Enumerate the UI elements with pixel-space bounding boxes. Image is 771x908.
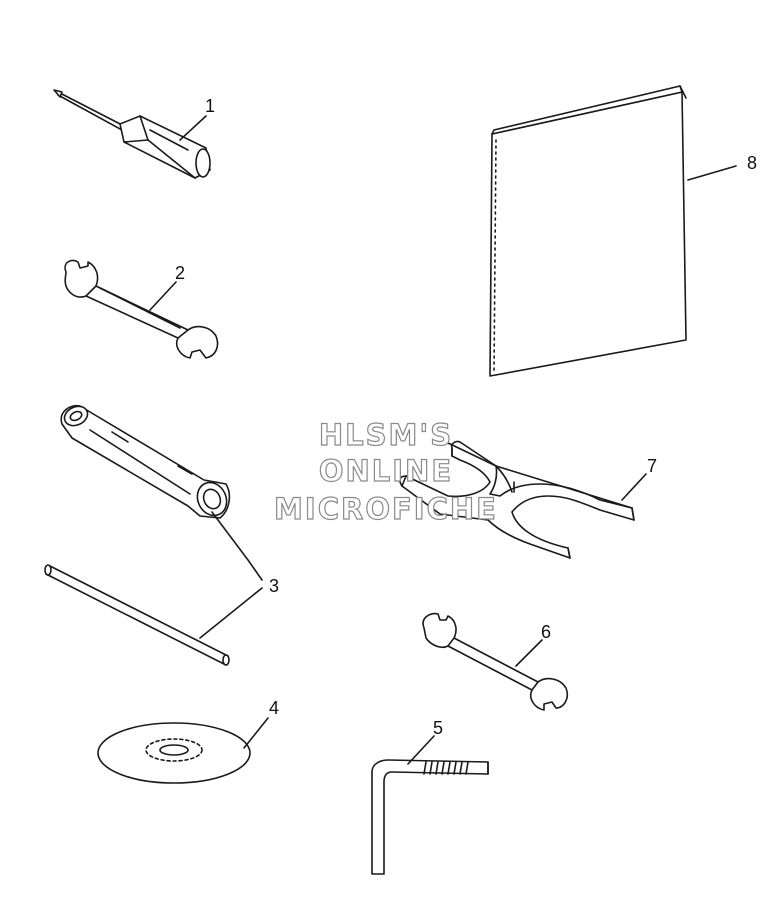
- washer: [97, 722, 251, 784]
- forked-spanner: [399, 440, 635, 559]
- callout-2: 2: [174, 263, 186, 283]
- hex-key-thread: [423, 761, 469, 775]
- callout-5: 5: [432, 718, 444, 738]
- watermark-line-3: MICROFICHE: [273, 491, 498, 526]
- hex-key: [371, 759, 489, 875]
- callout-3: 3: [268, 576, 280, 596]
- callout-6: 6: [540, 622, 552, 642]
- callout-3-leaders: [199, 511, 263, 639]
- callout-8: 8: [746, 153, 758, 173]
- callout-4: 4: [268, 698, 280, 718]
- tommy-bar: [44, 564, 230, 666]
- callout-1: 1: [204, 96, 216, 116]
- wrench-lower: [422, 612, 569, 711]
- callout-leaders: [149, 115, 737, 765]
- box-wrench: [60, 404, 231, 519]
- screwdriver: [53, 89, 211, 179]
- owners-manual: [489, 85, 687, 377]
- wrench-upper: [64, 259, 219, 359]
- watermark-line-2: ONLINE: [318, 453, 454, 488]
- callout-7: 7: [646, 456, 658, 476]
- watermark-line-1: HLSM'S: [318, 417, 454, 452]
